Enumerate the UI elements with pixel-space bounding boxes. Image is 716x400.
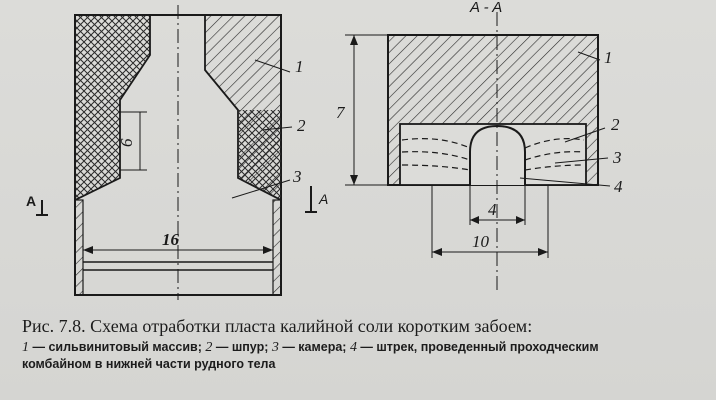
- left-pillar-left: [74, 14, 151, 202]
- figure: 1 2 3 6 16 A A: [26, 0, 623, 300]
- legend-text-2: — шпур;: [212, 340, 272, 355]
- figure-caption: Рис. 7.8. Схема отработки пласта калийно…: [22, 316, 712, 372]
- right-dim-4: 4: [488, 200, 497, 219]
- section-marker-left: A: [26, 193, 36, 209]
- left-label-2: 2: [297, 116, 306, 135]
- legend-text-1: — сильвинитовый массив;: [29, 340, 206, 355]
- left-label-1: 1: [295, 57, 304, 76]
- right-label-2: 2: [611, 115, 620, 134]
- left-dim-16: 16: [162, 230, 180, 249]
- left-label-3: 3: [292, 167, 302, 186]
- diagram-canvas: 1 2 3 6 16 A A: [26, 0, 623, 300]
- section-marker-right: A: [318, 191, 328, 207]
- legend-num-4: 4: [349, 340, 357, 356]
- legend-num-1: 1: [22, 340, 29, 356]
- right-label-1: 1: [604, 48, 613, 67]
- right-dim-10: 10: [472, 232, 490, 251]
- legend-text-3: — камера;: [278, 340, 350, 355]
- caption-title: Рис. 7.8. Схема отработки пласта калийно…: [22, 316, 533, 336]
- right-dim-7: 7: [336, 103, 346, 122]
- legend-text-4: — штрек, проведенный проходческим: [356, 340, 599, 355]
- left-view: [36, 5, 317, 300]
- right-label-3: 3: [612, 148, 622, 167]
- legend-num-3: 3: [271, 340, 279, 356]
- right-label-4: 4: [614, 177, 623, 196]
- left-dim-6: 6: [117, 138, 136, 147]
- legend-line-2: комбайном в нижней части рудного тела: [22, 356, 276, 371]
- right-view: [345, 12, 611, 290]
- legend-line-1: 1 — сильвинитовый массив; 2 — шпур; 3 — …: [22, 340, 712, 357]
- legend-num-2: 2: [205, 340, 213, 356]
- caption-legend: 1 — сильвинитовый массив; 2 — шпур; 3 — …: [22, 340, 712, 371]
- left-shpur-zone: [238, 110, 281, 200]
- section-title: A - A: [469, 0, 502, 16]
